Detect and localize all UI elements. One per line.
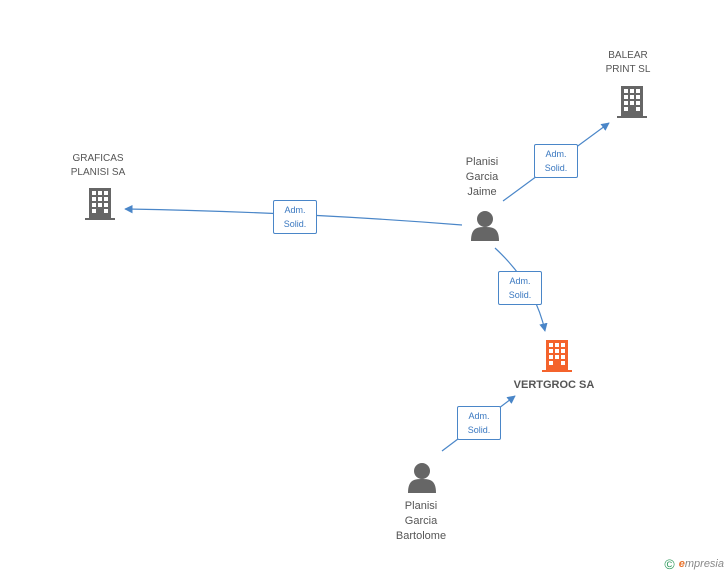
edge-label-jaime-balear: Adm. Solid. (534, 144, 578, 178)
node-label-bartolome[interactable]: Planisi Garcia Bartolome (395, 500, 447, 542)
edge-label-bartolome-vertgroc: Adm. Solid. (457, 406, 501, 440)
node-label-vertgroc[interactable]: VERTGROC SA (513, 379, 595, 391)
footer-brand: © empresia (664, 556, 724, 572)
building-icon[interactable] (85, 188, 115, 220)
node-label-graficas[interactable]: GRAFICAS PLANISI SA (70, 153, 126, 178)
edge-label-jaime-graficas: Adm. Solid. (273, 200, 317, 234)
edge-label-jaime-vertgroc: Adm. Solid. (498, 271, 542, 305)
building-icon[interactable] (542, 340, 572, 372)
node-label-balear[interactable]: BALEAR PRINT SL (605, 50, 651, 75)
building-icon[interactable] (617, 86, 647, 118)
person-icon[interactable] (471, 211, 499, 241)
person-icon[interactable] (408, 463, 436, 493)
brand-initial: e (678, 558, 685, 570)
copyright-icon: © (664, 556, 675, 572)
brand-name: mpresia (684, 558, 724, 570)
node-label-jaime[interactable]: Planisi Garcia Jaime (465, 156, 499, 198)
brand-logo[interactable]: empresia (679, 558, 724, 570)
